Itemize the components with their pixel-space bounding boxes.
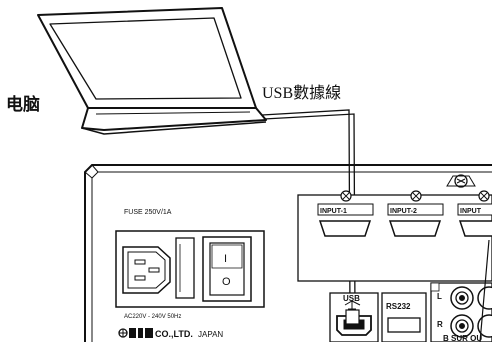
input-1-label: INPUT-1 [320, 208, 347, 215]
panel-corner-bevel [84, 171, 93, 179]
hdmi-input-3 [457, 190, 492, 237]
input-3-label: INPUT [460, 208, 482, 215]
secondary-cable [479, 239, 490, 342]
audio-section-label: B SUR OU [443, 334, 482, 342]
audio-frame-corner [430, 282, 440, 292]
audio-left-label: L [437, 292, 442, 301]
usb-trident-icon [344, 300, 361, 310]
laptop-screen [49, 17, 242, 100]
power-switch-upper [211, 244, 243, 269]
audio-jack-left-pin [459, 295, 465, 301]
rs232-port-block [381, 292, 427, 342]
laptop-base-underside [81, 121, 267, 135]
brand-logo-glyph-3 [145, 328, 153, 338]
usb-port-label: USB [343, 294, 360, 303]
panel-screw-slot [456, 178, 466, 184]
brand-logo-cross [119, 329, 127, 337]
power-switch-on-mark: I [224, 253, 227, 265]
input-1-label-box [317, 203, 374, 216]
input-3-port [458, 220, 492, 237]
brand-logo-glyph-1 [129, 328, 136, 338]
input-1-screw-cross [342, 192, 350, 200]
iec-pin-earth [148, 267, 160, 273]
power-inlet-block [115, 230, 265, 308]
maker-name: CO.,LTD. [155, 329, 193, 339]
rs232-port [387, 317, 421, 333]
panel-corner-bevel-top [91, 164, 99, 173]
rear-panel [84, 164, 492, 342]
input-2-screw-cross [412, 192, 420, 200]
country-of-origin: JAPAN [198, 330, 223, 339]
audio-right-label: R [437, 320, 443, 329]
panel-outer-edge [84, 164, 492, 342]
input-2-label: INPUT-2 [390, 208, 417, 215]
rs232-port-label: RS232 [386, 302, 411, 311]
laptop-keyboard-edge [95, 111, 251, 115]
laptop-base [81, 107, 267, 131]
input-1-port [318, 220, 372, 237]
usb-cable-label: USB數據線 [262, 84, 341, 102]
computer-label: 电脑 [6, 94, 40, 114]
input-3-screw-cross [480, 192, 488, 200]
hdmi-input-row [297, 190, 492, 282]
power-switch-off-mark: O [222, 276, 231, 288]
iec-pin-top [134, 259, 146, 265]
hdmi-input-2 [387, 190, 444, 237]
laptop-illustration [37, 7, 267, 135]
audio-output-block [430, 239, 492, 342]
hdmi-input-1 [317, 190, 374, 237]
usb-cable-plug [345, 309, 360, 325]
usb-plug-body [345, 309, 360, 325]
audio-jack-extra-top [477, 286, 492, 310]
brand-logo-glyph-2 [138, 328, 143, 338]
panel-screw-bracket [446, 175, 476, 187]
input-2-label-box [387, 203, 444, 216]
input-3-label-box [457, 203, 492, 216]
fuse-holder [175, 237, 195, 299]
panel-inner-edge [91, 171, 492, 342]
power-rating: AC220V - 240V 50Hz [124, 314, 181, 320]
input-2-port [388, 220, 442, 237]
brand-logo [118, 328, 153, 338]
fuse-rating: FUSE 250V/1A [124, 209, 172, 216]
audio-jack-right-pin [459, 323, 465, 329]
iec-pin-bottom [134, 275, 146, 281]
